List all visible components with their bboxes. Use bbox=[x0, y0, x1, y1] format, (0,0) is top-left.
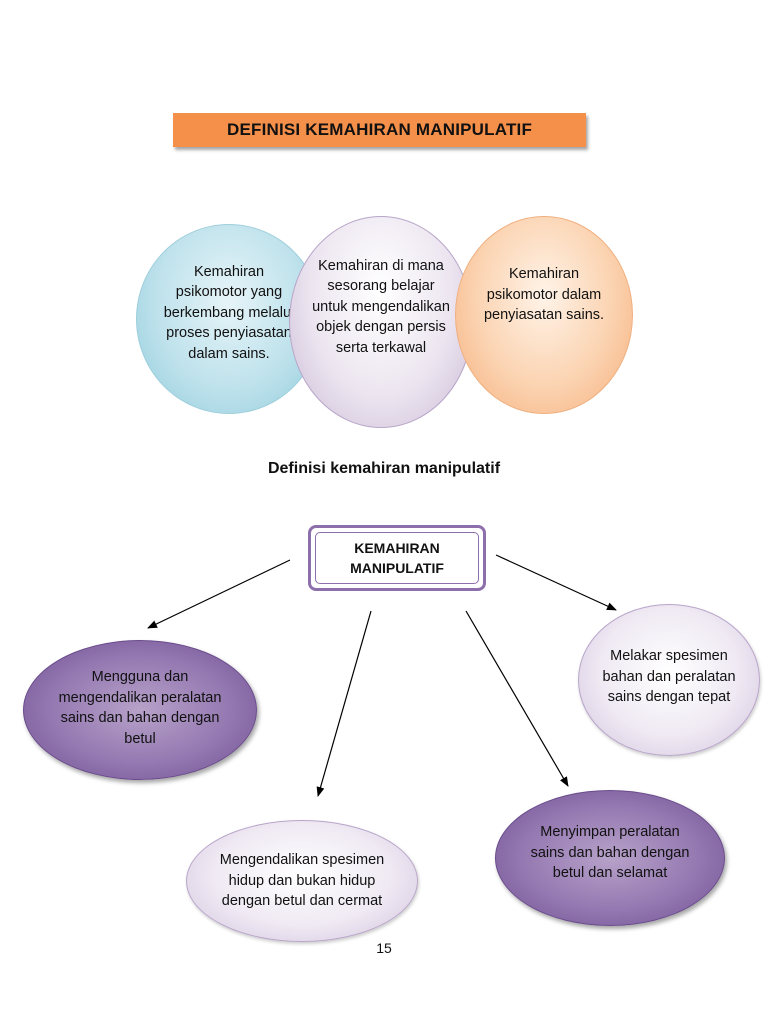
arrow-to-branch-4 bbox=[465, 610, 569, 787]
branch-text-4: Menyimpan peralatan sains dan bahan deng… bbox=[530, 824, 690, 882]
arrow-to-branch-1 bbox=[147, 559, 291, 629]
arrow-to-branch-3 bbox=[316, 610, 372, 797]
branch-oval-4: Menyimpan peralatan sains dan bahan deng… bbox=[495, 790, 725, 926]
definition-circle-1: Kemahiran psikomotor yang berkembang mel… bbox=[136, 224, 322, 414]
definition-text-2: Kemahiran di mana sesorang belajar untuk… bbox=[312, 257, 450, 356]
definition-circle-2: Kemahiran di mana sesorang belajar untuk… bbox=[289, 216, 473, 428]
page-number: 15 bbox=[376, 940, 392, 956]
central-concept-box: KEMAHIRAN MANIPULATIF bbox=[308, 525, 486, 591]
branch-oval-2: Melakar spesimen bahan dan peralatan sai… bbox=[578, 604, 760, 756]
arrow-to-branch-2 bbox=[495, 554, 617, 611]
definition-text-3: Kemahiran psikomotor dalam penyiasatan s… bbox=[483, 266, 605, 324]
branch-text-2: Melakar spesimen bahan dan peralatan sai… bbox=[602, 648, 736, 706]
title-banner: DEFINISI KEMAHIRAN MANIPULATIF bbox=[173, 113, 586, 147]
branch-oval-1: Mengguna dan mengendalikan peralatan sai… bbox=[23, 640, 257, 780]
branch-text-1: Mengguna dan mengendalikan peralatan sai… bbox=[58, 669, 222, 747]
branch-oval-3: Mengendalikan spesimen hidup dan bukan h… bbox=[186, 820, 418, 942]
definition-circle-3: Kemahiran psikomotor dalam penyiasatan s… bbox=[455, 216, 633, 414]
central-concept-label: KEMAHIRAN MANIPULATIF bbox=[350, 540, 444, 576]
central-concept-inner-border bbox=[315, 532, 479, 584]
branch-text-3: Mengendalikan spesimen hidup dan bukan h… bbox=[219, 852, 385, 910]
definition-caption: Definisi kemahiran manipulatif bbox=[267, 460, 501, 477]
diagram-title: DEFINISI KEMAHIRAN MANIPULATIF bbox=[226, 120, 533, 139]
definition-text-1: Kemahiran psikomotor yang berkembang mel… bbox=[163, 263, 295, 362]
